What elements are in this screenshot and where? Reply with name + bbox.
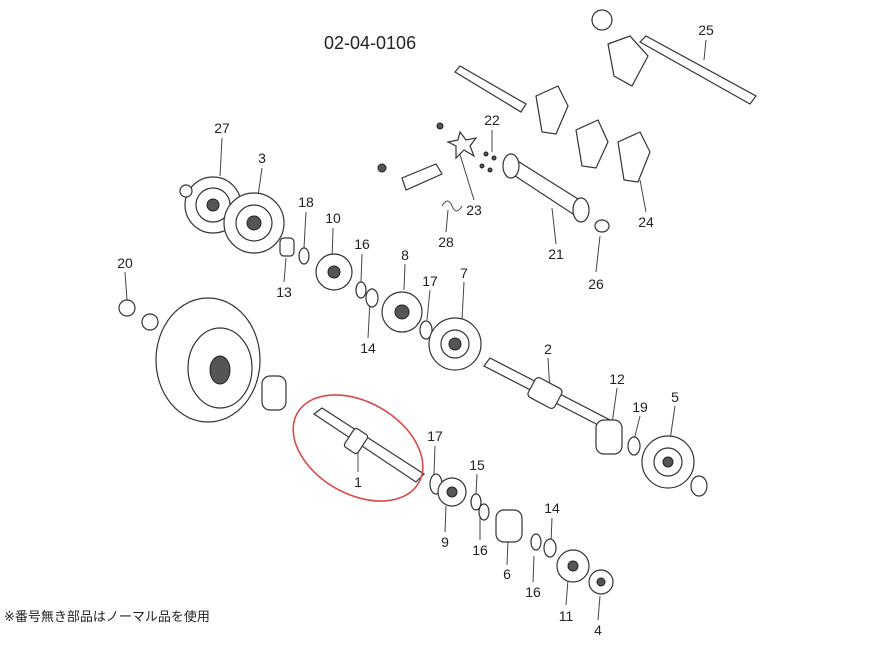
callout-16b: 16 <box>472 542 488 558</box>
callout-19: 19 <box>632 399 648 415</box>
gear-10 <box>315 253 353 291</box>
gear-7 <box>428 317 482 371</box>
countershaft-2 <box>483 357 611 429</box>
callout-4: 4 <box>594 622 602 638</box>
callout-20: 20 <box>117 255 133 271</box>
washer-16 <box>355 281 367 299</box>
washer-16b <box>530 533 542 551</box>
end-washer <box>690 475 708 497</box>
callout-15: 15 <box>469 457 485 473</box>
gear-9 <box>437 477 467 507</box>
callout-13: 13 <box>276 284 292 300</box>
washer-16a <box>478 503 490 521</box>
callout-23: 23 <box>466 202 482 218</box>
gear-3 <box>223 192 285 254</box>
callout-16c: 16 <box>525 584 541 600</box>
callout-17b: 17 <box>427 428 443 444</box>
sleeve-gear <box>261 375 287 411</box>
clutch-outer-gear <box>155 297 261 423</box>
diagram-code: 02-04-0106 <box>324 33 417 53</box>
pins-22 <box>479 151 497 173</box>
callout-2: 2 <box>544 341 552 357</box>
washer-17 <box>419 320 433 340</box>
spring-28 <box>441 200 463 212</box>
callout-9: 9 <box>441 534 449 550</box>
washer-19 <box>627 436 641 456</box>
highlight-ellipse <box>292 394 424 502</box>
callout-3: 3 <box>258 150 266 166</box>
gear-12 <box>595 419 623 455</box>
gear-11 <box>556 549 590 583</box>
gear-6 <box>495 509 523 543</box>
washer-18 <box>298 247 310 265</box>
mainshaft-1 <box>312 407 425 483</box>
fork-shaft <box>454 65 527 113</box>
circlip-15 <box>470 493 482 511</box>
bushing-13 <box>279 237 295 257</box>
callout-26: 26 <box>588 276 604 292</box>
callout-28: 28 <box>438 234 454 250</box>
callout-16a: 16 <box>354 236 370 252</box>
callout-17a: 17 <box>422 273 438 289</box>
callout-1: 1 <box>354 474 362 490</box>
stopper-arm <box>377 122 444 191</box>
callout-24: 24 <box>638 214 654 230</box>
circlip-14b <box>543 538 557 558</box>
shift-forks-24 <box>535 85 651 183</box>
callout-18: 18 <box>298 194 314 210</box>
callout-14b: 14 <box>544 500 560 516</box>
shift-drum-21 <box>502 153 590 223</box>
clip-26 <box>594 219 610 233</box>
callout-5: 5 <box>671 389 679 405</box>
washer-20 <box>118 299 159 331</box>
callout-12: 12 <box>609 371 625 387</box>
gear-4 <box>588 569 614 595</box>
callout-14a: 14 <box>360 340 376 356</box>
callout-21: 21 <box>548 246 564 262</box>
callout-6: 6 <box>503 566 511 582</box>
callout-8: 8 <box>401 247 409 263</box>
callout-7: 7 <box>460 265 468 281</box>
callout-27: 27 <box>214 120 230 136</box>
callout-22: 22 <box>484 112 500 128</box>
footnote: ※番号無き部品はノーマル品を使用 <box>4 610 210 625</box>
gear-5 <box>641 435 695 489</box>
circlip-14 <box>365 288 379 308</box>
shift-shaft-25 <box>591 9 757 105</box>
thrust-washer <box>179 184 193 198</box>
star-cam-23 <box>446 130 478 160</box>
callout-11: 11 <box>558 608 574 624</box>
leader-lines <box>124 39 707 621</box>
callout-25: 25 <box>698 22 714 38</box>
callout-10: 10 <box>325 210 341 226</box>
gear-8 <box>381 291 423 333</box>
